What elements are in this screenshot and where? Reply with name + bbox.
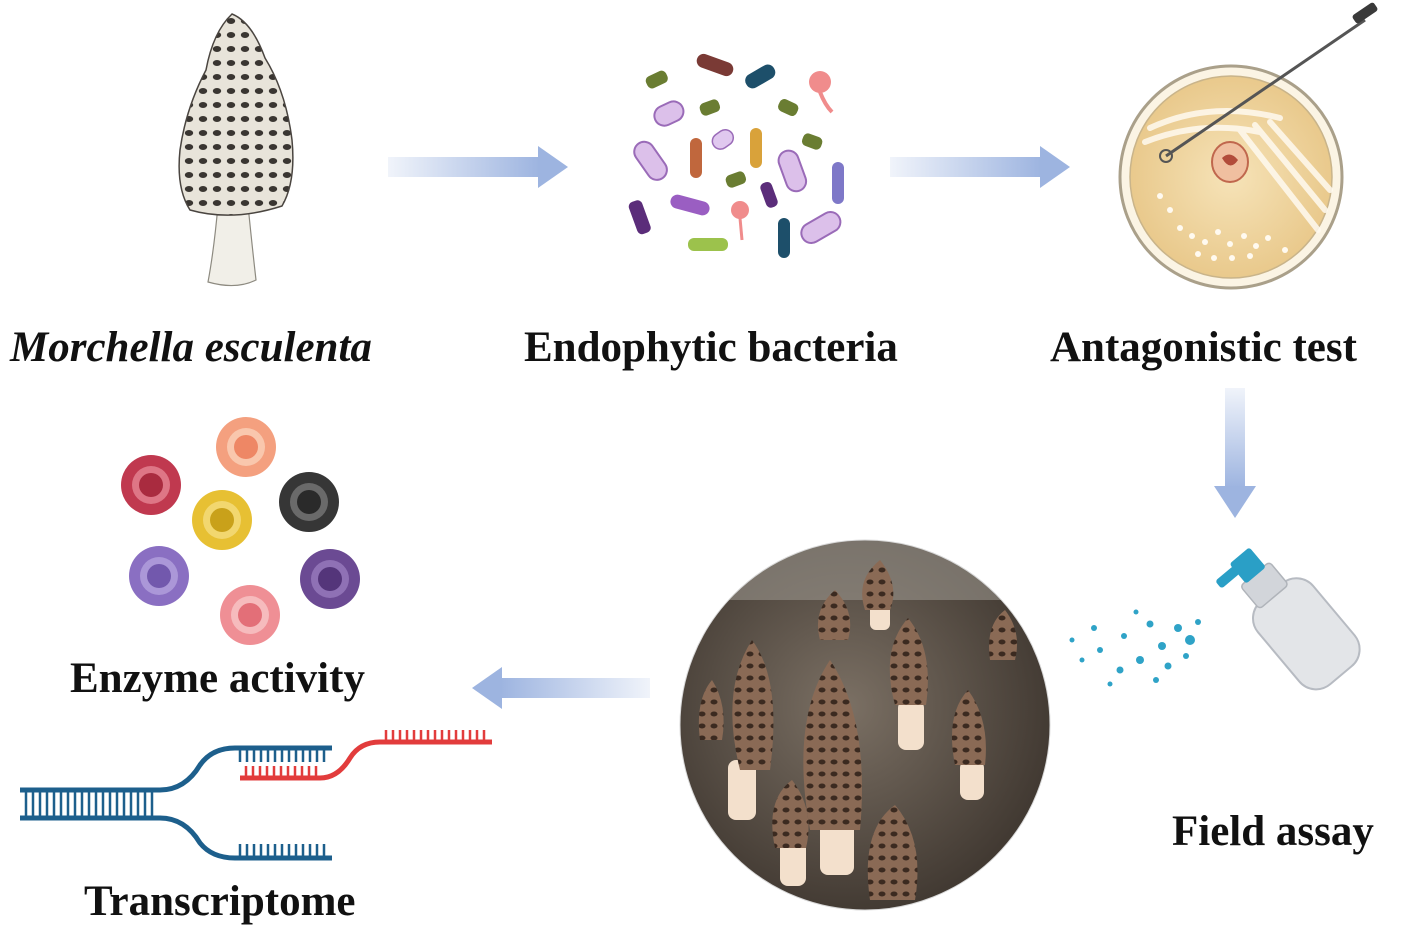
- spray-bottle-illustration: [1069, 548, 1361, 691]
- label-antagonistic-test: Antagonistic test: [1050, 324, 1357, 371]
- enzyme-dot: [129, 546, 189, 606]
- bacteria-cluster-illustration: [628, 53, 844, 258]
- petri-dish-illustration: [1118, 2, 1378, 290]
- label-transcriptome: Transcriptome: [84, 878, 356, 925]
- enzyme-dot: [279, 472, 339, 532]
- label-field-assay: Field assay: [1172, 808, 1374, 855]
- enzyme-activity-dots: [121, 417, 360, 645]
- arrow-morel-to-bacteria: [388, 146, 568, 188]
- enzyme-dot: [220, 585, 280, 645]
- enzyme-dot: [192, 490, 252, 550]
- arrow-field-to-enzyme: [472, 667, 650, 709]
- enzyme-dot: [121, 455, 181, 515]
- dna-strand-illustration: [20, 730, 492, 861]
- enzyme-dot: [216, 417, 276, 477]
- enzyme-dot: [300, 549, 360, 609]
- morel-mushroom-illustration: [178, 13, 294, 287]
- arrow-test-to-field: [1214, 388, 1256, 518]
- label-morchella-esculenta: Morchella esculenta: [10, 324, 372, 371]
- arrow-bacteria-to-test: [890, 146, 1070, 188]
- label-enzyme-activity: Enzyme activity: [70, 655, 365, 702]
- field-cultivation-photo: [679, 539, 1051, 911]
- label-endophytic-bacteria: Endophytic bacteria: [524, 324, 898, 371]
